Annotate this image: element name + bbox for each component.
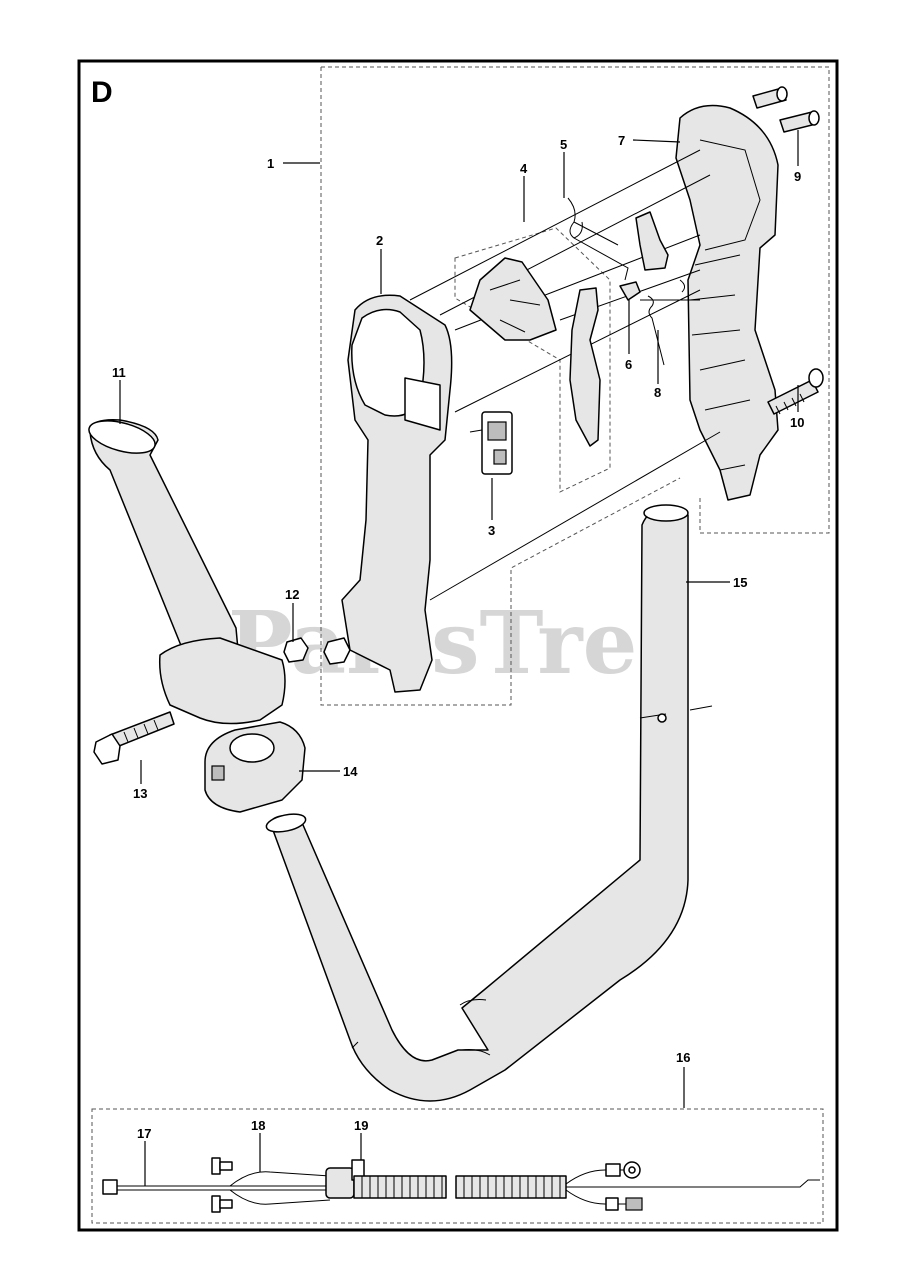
handle-tube-body [269,508,689,1102]
callout-8: 8 [654,385,661,400]
callout-17: 17 [137,1126,151,1141]
torsion-spring [567,197,629,281]
harness-clips [211,1157,233,1213]
harness-conduit-left-ribs [361,1176,443,1198]
callout-9: 9 [794,169,801,184]
callout-6: 6 [625,357,632,372]
assembly-16-boundary [91,1108,824,1224]
harness-end-connector [102,1179,118,1195]
clamp-tab [211,765,225,781]
callouts: 1 2 3 4 5 6 7 8 9 10 11 12 13 14 15 16 1… [112,133,804,1141]
loop-handle-base [158,637,286,725]
clamp-bore [229,733,275,763]
callout-10: 10 [790,415,804,430]
callout-19: 19 [354,1118,368,1133]
screw-9-upper [752,86,788,109]
hex-nut [323,637,351,665]
throttle-lock-detail [489,279,541,333]
callout-1: 1 [267,156,274,171]
throttle-trigger [569,287,601,447]
callout-13: 13 [133,786,147,801]
tube-end-lower [265,813,307,833]
callout-7: 7 [618,133,625,148]
callout-16: 16 [676,1050,690,1065]
loop-handle-grip [89,419,239,663]
loop-handle-grip-end [88,420,156,454]
harness-conduit-left [353,1175,447,1199]
callout-12: 12 [285,587,299,602]
harness-conduit-right [455,1175,567,1199]
callout-3: 3 [488,523,495,538]
callout-18: 18 [251,1118,265,1133]
handle-housing-right-half [675,104,779,501]
throttle-lock [469,257,557,341]
harness-conduit-right-ribs [463,1176,561,1198]
harness-wires-right [565,1169,820,1205]
harness-grommet [325,1159,365,1199]
screw-9-lower [779,110,820,133]
housing-inner-detail [689,139,761,471]
section-label: D [91,76,113,109]
throttle-lever [619,211,669,301]
loop-handle-assembly [88,419,351,813]
tube-join-detail [351,705,713,1056]
callout-4: 4 [520,161,528,176]
tube-hole [657,713,667,723]
screw-10 [767,368,824,415]
callout-14: 14 [343,764,358,779]
callout-5: 5 [560,137,567,152]
handle-tube [265,504,713,1102]
leader-lines [119,130,799,1186]
harness-wires [117,1171,331,1205]
callout-15: 15 [733,575,747,590]
spade-connector [605,1197,643,1211]
hex-nut-12 [283,637,309,663]
bolt-13 [93,711,175,765]
stop-switch [469,411,513,475]
diagram-frame [77,59,839,1232]
assembly-1-boundary [320,66,830,706]
cable-harness [102,1157,820,1213]
ring-terminal [605,1161,641,1179]
callout-2: 2 [376,233,383,248]
front-handle-window [404,377,441,431]
throttle-wire-spring [647,279,686,366]
handle-assembly [341,86,824,693]
tube-end-upper [643,504,689,522]
callout-11: 11 [112,365,126,380]
